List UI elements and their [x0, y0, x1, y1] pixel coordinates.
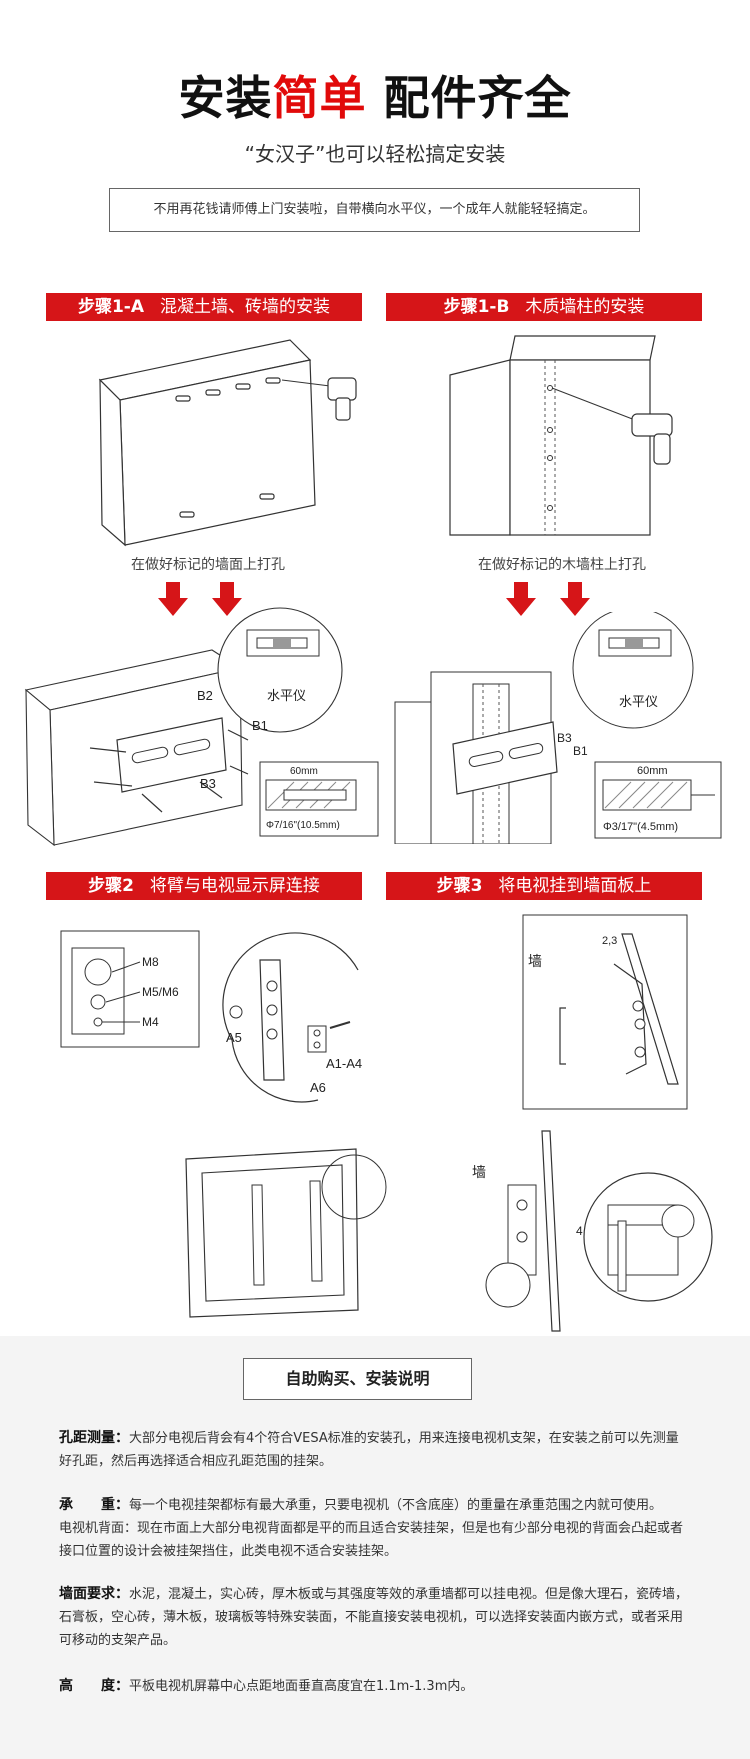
wall-label-2: 墙 — [472, 1165, 486, 1181]
arm-attach-detail: A5 A1-A4 A6 — [218, 930, 388, 1110]
label-m4: M4 — [142, 1015, 159, 1029]
info-paragraph-weight: 承 重：每一个电视挂架都标有最大承重，只要电视机（不含底座）的重量在承重范围之内… — [59, 1494, 691, 1563]
wall-drilling-illustration — [90, 330, 370, 550]
spacing-label: 孔距测量： — [59, 1430, 129, 1446]
label-b3-1a: B3 — [200, 776, 216, 791]
info-paragraph-wall: 墙面要求：水泥，混凝土，实心砖，厚木板或与其强度等效的承重墙都可以挂电视。但是像… — [59, 1583, 691, 1652]
label-b1-1a: B1 — [252, 718, 268, 733]
level-label-1b: 水平仪 — [619, 695, 658, 710]
step1b-banner: 步骤1-B 木质墙柱的安装 — [386, 293, 702, 321]
hole-label-1a: Φ7/16"(10.5mm) — [266, 820, 340, 831]
step1a-number: 步骤1-A — [77, 297, 145, 317]
label-b2-1a: B2 — [197, 688, 213, 703]
weight-text: 每一个电视挂架都标有最大承重，只要电视机（不含底座）的重量在承重范围之内就可使用… — [129, 1498, 663, 1513]
screw-size-chart: M8 M5/M6 M4 — [60, 930, 200, 1048]
wall-label-1: 墙 — [528, 954, 542, 970]
title-part1: 安装 — [178, 71, 273, 125]
step1b-number: 步骤1-B — [443, 297, 510, 317]
down-arrows-left — [158, 582, 248, 618]
spacing-text: 大部分电视后背会有4个符合VESA标准的安装孔，用来连接电视机支架，在安装之前可… — [59, 1431, 679, 1469]
step1b-bracket-illustration: 水平仪 B3 B1 60mm Φ3/17"(4.5mm) — [393, 612, 723, 844]
label-b1-1b: B1 — [573, 744, 588, 758]
info-title: 自助购买、安装说明 — [243, 1358, 472, 1400]
step2-number: 步骤2 — [88, 876, 134, 896]
info-paragraph-height: 高 度：平板电视机屏幕中心点距地面垂直高度宜在1.1m-1.3m内。 — [59, 1675, 691, 1698]
label-4: 4 — [576, 1224, 583, 1238]
step1a-bracket-illustration: 水平仪 B2 B1 B3 60mm Φ7/16"(10.5mm) — [22, 600, 382, 850]
step1a-banner: 步骤1-A 混凝土墙、砖墙的安装 — [46, 293, 362, 321]
hero-title: 安装简单 配件齐全 — [0, 62, 750, 128]
step3-banner: 步骤3 将电视挂到墙面板上 — [386, 872, 702, 900]
subtitle: “女汉子”也可以轻松搞定安装 — [244, 142, 506, 166]
level-label-1a: 水平仪 — [267, 689, 306, 704]
hang-on-detail: 墙 2,3 — [522, 914, 688, 1110]
tv-back-arms-illustration — [182, 1145, 402, 1320]
label-a5: A5 — [226, 1030, 242, 1045]
label-m8: M8 — [142, 955, 159, 969]
wall-req-text: 水泥，混凝土，实心砖，厚木板或与其强度等效的承重墙都可以挂电视。但是像大理石，瓷… — [59, 1587, 689, 1648]
step1b-text: 木质墙柱的安装 — [525, 297, 645, 317]
title-part3: 配件齐全 — [366, 71, 572, 125]
info-section — [0, 1336, 750, 1759]
label-23: 2,3 — [602, 935, 617, 947]
step3-number: 步骤3 — [436, 876, 483, 896]
step1a-text: 混凝土墙、砖墙的安装 — [160, 297, 331, 317]
label-b3-1b: B3 — [557, 731, 572, 745]
step2-banner: 步骤2 将臂与电视显示屏连接 — [46, 872, 362, 900]
wall-req-label: 墙面要求： — [59, 1586, 129, 1602]
info-paragraph-spacing: 孔距测量：大部分电视后背会有4个符合VESA标准的安装孔，用来连接电视机支架，在… — [59, 1427, 691, 1473]
hole-label-1b: Φ3/17"(4.5mm) — [603, 821, 678, 833]
height-label: 高 度： — [59, 1678, 129, 1694]
step1a-caption: 在做好标记的墙面上打孔 — [131, 557, 285, 573]
dim-label-1b: 60mm — [637, 765, 668, 777]
tv-back-text: 电视机背面：现在市面上大部分电视背面都是平的而且适合安装挂架，但是也有少部分电视… — [59, 1521, 684, 1559]
label-a6: A6 — [310, 1080, 326, 1095]
dim-label-1a: 60mm — [290, 766, 318, 777]
label-m56: M5/M6 — [142, 985, 179, 999]
weight-label: 承 重： — [59, 1497, 129, 1513]
stud-drilling-illustration — [440, 330, 690, 540]
note-box: 不用再花钱请师傅上门安装啦，自带横向水平仪，一个成年人就能轻轻搞定。 — [109, 188, 640, 232]
wall-side-view: 墙 4 — [468, 1125, 713, 1335]
label-a14: A1-A4 — [326, 1056, 362, 1071]
down-arrows-right — [506, 582, 596, 618]
title-part2: 简单 — [272, 71, 367, 125]
step3-text: 将电视挂到墙面板上 — [498, 876, 652, 896]
step2-text: 将臂与电视显示屏连接 — [149, 876, 320, 896]
step1b-caption: 在做好标记的木墙柱上打孔 — [478, 557, 646, 573]
height-text: 平板电视机屏幕中心点距地面垂直高度宜在1.1m-1.3m内。 — [129, 1679, 474, 1694]
